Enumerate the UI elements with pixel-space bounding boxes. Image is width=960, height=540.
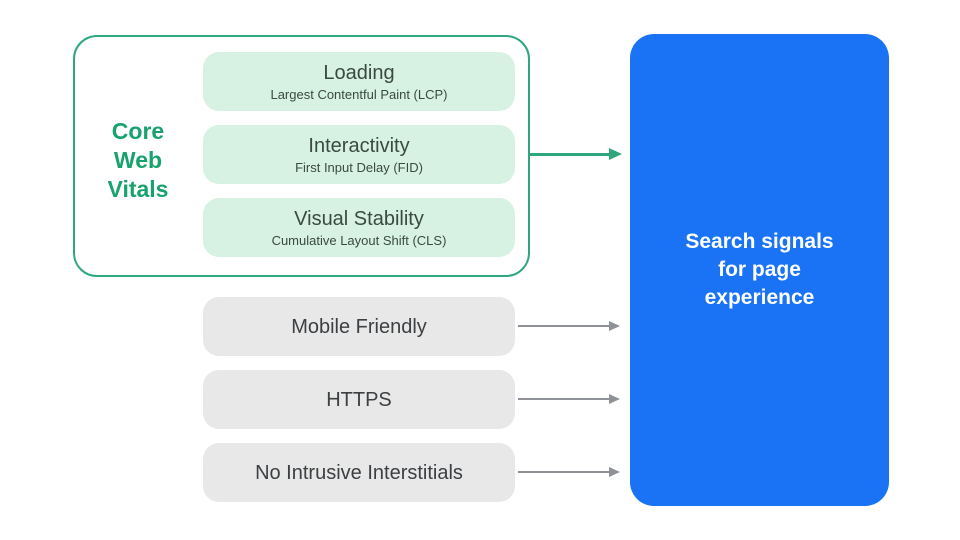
vital-card-title: Visual Stability (294, 207, 424, 230)
signal-mobile-friendly: Mobile Friendly (203, 297, 515, 356)
vital-card-title: Interactivity (308, 134, 410, 157)
signal-label: HTTPS (326, 388, 392, 411)
signal-label: No Intrusive Interstitials (255, 461, 463, 484)
vital-card-interactivity: Interactivity First Input Delay (FID) (203, 125, 515, 184)
vital-card-title: Loading (323, 61, 395, 84)
search-signals-label-line: experience (704, 286, 815, 309)
signal-https: HTTPS (203, 370, 515, 429)
core-web-vitals-label-line: Core (111, 117, 165, 144)
vital-card-loading: Loading Largest Contentful Paint (LCP) (203, 52, 515, 111)
core-web-vitals-label: Core Web Vitals (73, 35, 203, 277)
https-arrow (518, 394, 620, 404)
signal-label: Mobile Friendly (291, 315, 427, 338)
core-web-vitals-label-line: Vitals (107, 175, 169, 202)
interstitials-arrow (518, 467, 620, 477)
signal-no-intrusive-interstitials: No Intrusive Interstitials (203, 443, 515, 502)
search-signals-label-line: for page (718, 258, 801, 281)
vital-card-visual-stability: Visual Stability Cumulative Layout Shift… (203, 198, 515, 257)
core-web-vitals-arrow (530, 148, 622, 160)
search-signals-label-line: Search signals (685, 230, 834, 253)
vital-card-subtitle: Cumulative Layout Shift (CLS) (271, 232, 447, 248)
vital-card-subtitle: Largest Contentful Paint (LCP) (270, 86, 448, 102)
search-signals-box: Search signals for page experience (630, 34, 889, 506)
core-web-vitals-label-line: Web (113, 146, 163, 173)
vital-card-subtitle: First Input Delay (FID) (295, 159, 423, 175)
core-web-vitals-group (73, 35, 530, 277)
mobile-friendly-arrow (518, 321, 620, 331)
